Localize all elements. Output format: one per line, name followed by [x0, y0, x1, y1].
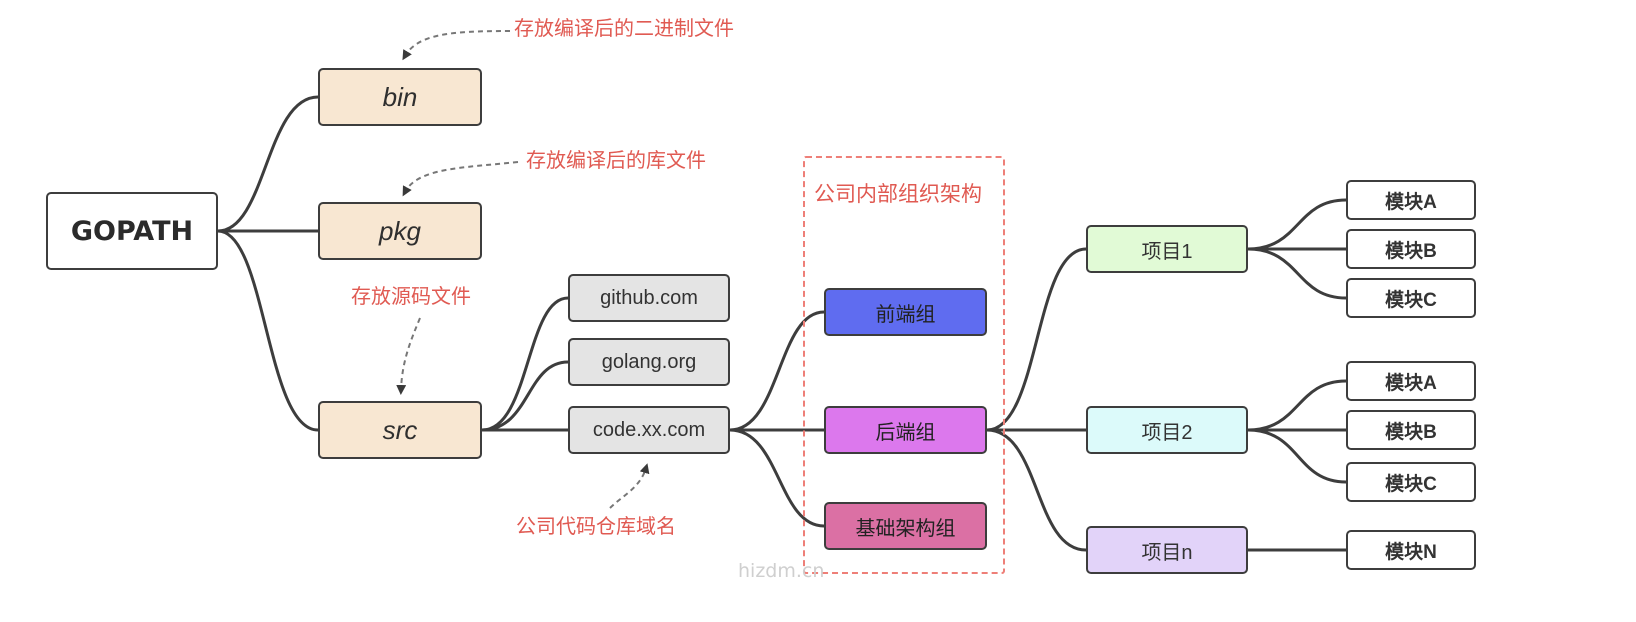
bin-label: bin [382, 81, 418, 112]
backend-team-node: 后端组 [824, 406, 987, 454]
module-node: 模块C [1346, 462, 1476, 502]
src-annotation: 存放源码文件 [351, 284, 471, 308]
org-title: 公司内部组织架构 [814, 182, 982, 206]
arrow-src-note [396, 317, 421, 395]
module-label: 模块C [1385, 473, 1437, 495]
golang-label: golang.org [601, 350, 697, 373]
module-label: 模块C [1385, 289, 1437, 311]
arrow-code-note [609, 463, 650, 509]
edge-src-github [480, 296, 570, 432]
module-node: 模块A [1346, 361, 1476, 401]
gopath-node: GOPATH [46, 192, 218, 270]
module-label: 模块B [1385, 421, 1437, 443]
edge-gopath-bin [216, 95, 320, 233]
code-label: code.xx.com [592, 418, 706, 441]
src-node: src [318, 401, 482, 459]
edge-p1-modC [1246, 247, 1348, 300]
edge-p2-modC [1246, 428, 1348, 484]
edge-code-infra [728, 428, 826, 528]
frontend-team-node: 前端组 [824, 288, 987, 336]
module-node: 模块B [1346, 229, 1476, 269]
src-label: src [382, 414, 418, 445]
module-node: 模块A [1346, 180, 1476, 220]
edge-code-frontend [728, 310, 826, 432]
org-structure-frame [803, 156, 1005, 574]
project-n-label: 项目n [1141, 541, 1193, 564]
project-2-node: 项目2 [1086, 406, 1248, 454]
module-label: 模块A [1385, 372, 1437, 394]
pkg-node: pkg [318, 202, 482, 260]
arrow-pkg-note [402, 161, 519, 197]
module-node: 模块B [1346, 410, 1476, 450]
module-node: 模块N [1346, 530, 1476, 570]
github-label: github.com [600, 286, 698, 309]
golang-node: golang.org [568, 338, 730, 386]
edge-src-golang [480, 360, 570, 432]
pkg-annotation: 存放编译后的库文件 [526, 148, 706, 172]
project-1-label: 项目1 [1141, 240, 1193, 263]
project-n-node: 项目n [1086, 526, 1248, 574]
infra-team-label: 基础架构组 [855, 517, 956, 540]
module-node: 模块C [1346, 278, 1476, 318]
code-node: code.xx.com [568, 406, 730, 454]
github-node: github.com [568, 274, 730, 322]
edge-p1-modA [1246, 198, 1348, 251]
project-1-node: 项目1 [1086, 225, 1248, 273]
project-2-label: 项目2 [1141, 421, 1193, 444]
gopath-label: GOPATH [70, 215, 194, 247]
arrow-bin-note [402, 30, 511, 61]
backend-team-label: 后端组 [875, 421, 936, 444]
frontend-team-label: 前端组 [875, 303, 936, 326]
module-label: 模块A [1385, 191, 1437, 213]
code-annotation: 公司代码仓库域名 [516, 514, 676, 538]
watermark: hizdm.cn [738, 560, 825, 582]
edge-gopath-src [216, 229, 320, 432]
edge-p2-modA [1246, 379, 1348, 432]
module-label: 模块N [1385, 541, 1437, 563]
infra-team-node: 基础架构组 [824, 502, 987, 550]
pkg-label: pkg [379, 215, 421, 246]
module-label: 模块B [1385, 240, 1437, 262]
bin-annotation: 存放编译后的二进制文件 [514, 16, 734, 40]
bin-node: bin [318, 68, 482, 126]
